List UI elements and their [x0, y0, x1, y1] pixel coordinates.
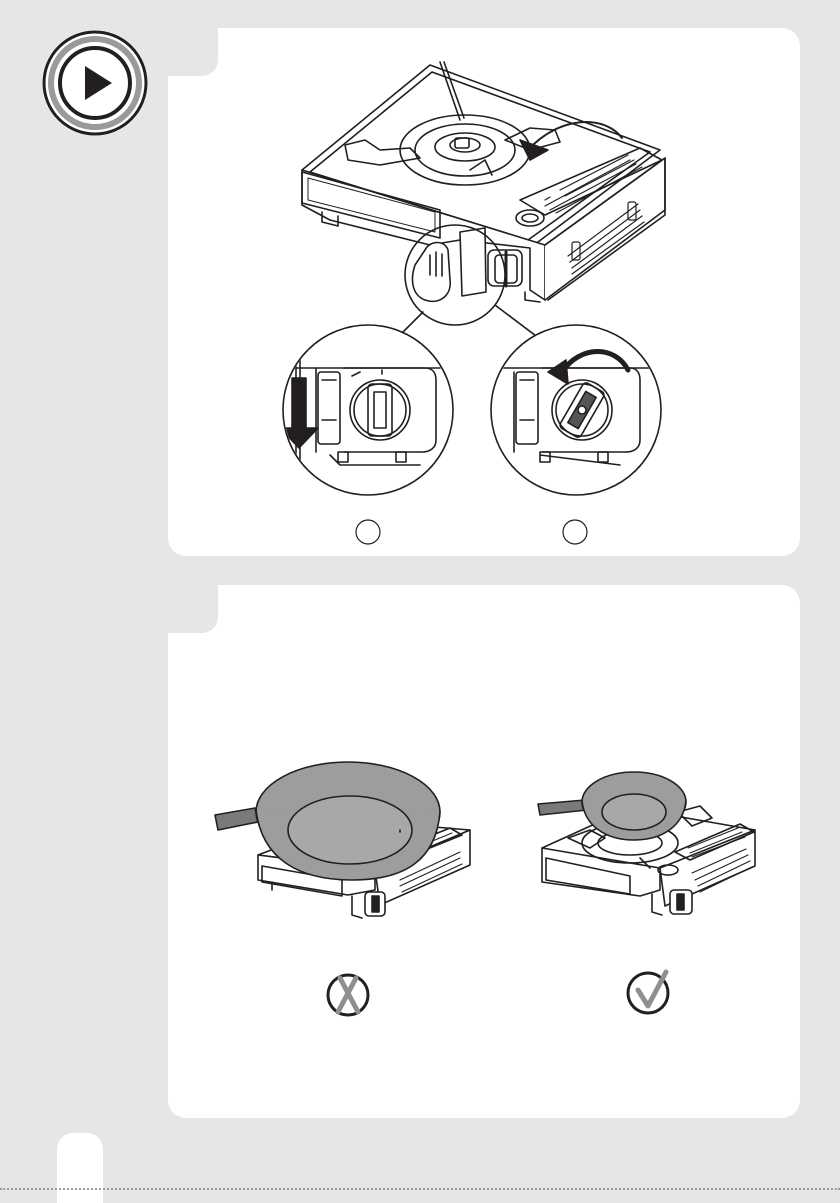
correct-pan-stove — [538, 772, 755, 915]
cross-icon — [328, 975, 368, 1015]
check-icon — [628, 972, 668, 1013]
page-tab — [57, 1133, 103, 1203]
oversized-pan-stove — [215, 762, 470, 918]
page-edge-dots — [0, 1188, 840, 1190]
